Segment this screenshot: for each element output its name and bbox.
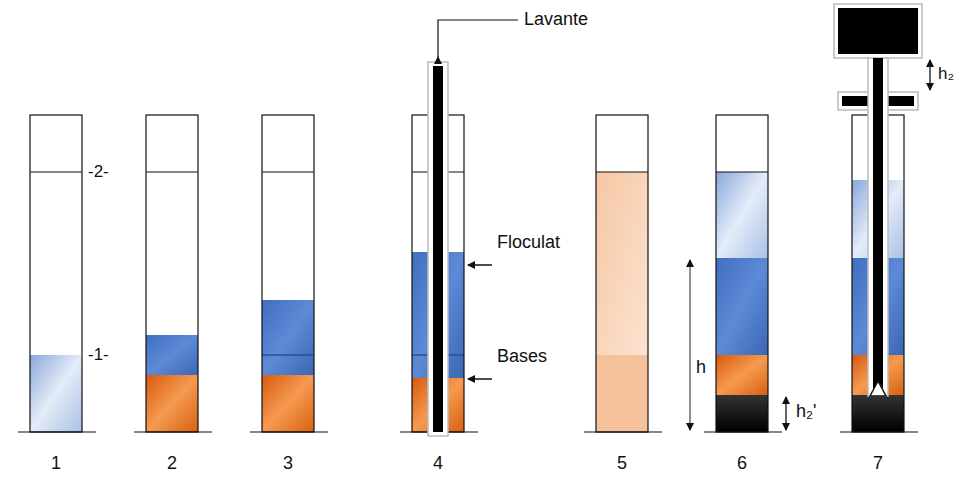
tube-number: 4: [433, 454, 443, 474]
level-mark: -2-: [88, 163, 109, 182]
dimension-label: h₂': [796, 402, 816, 422]
tube-number: 6: [737, 454, 747, 474]
layer-name: Floculat: [497, 233, 560, 253]
tube-number: 3: [283, 454, 293, 474]
dimension-label: h₂: [938, 65, 954, 84]
tube-number: 7: [873, 454, 883, 474]
tube-number: 1: [51, 454, 61, 474]
tube-number: 2: [167, 454, 177, 474]
tube-number: 5: [617, 454, 627, 474]
dimension-label: h: [695, 358, 707, 378]
rod-name: Lavante: [524, 10, 588, 30]
level-mark: -1-: [88, 346, 109, 365]
layer-name: Bases: [497, 347, 547, 367]
